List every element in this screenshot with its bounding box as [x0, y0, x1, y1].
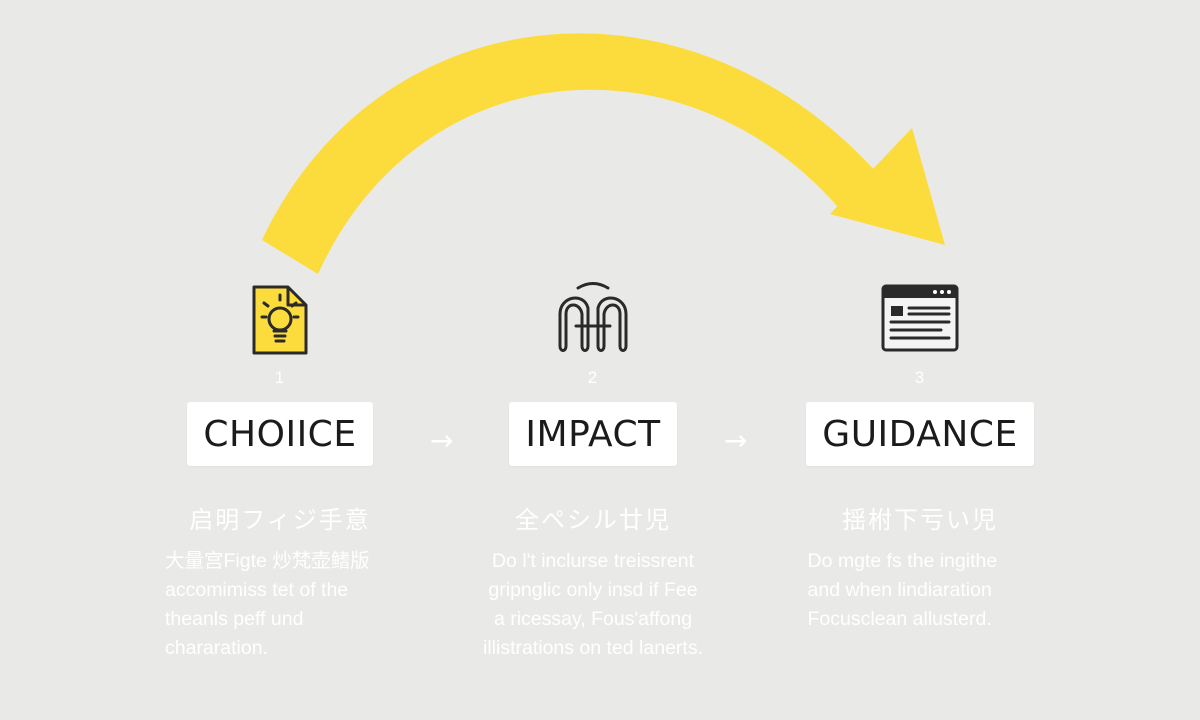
- step-title-card: IMPACT: [509, 402, 677, 466]
- description-line: and when lindiaration: [807, 579, 992, 601]
- step-guidance: 3 GUIDANCE 揺柎下亏い児 Do mgte fs the ingithe…: [750, 270, 1090, 690]
- step-impact: 2 IMPACT 全ペシル廿児 Do l't inclurse treissre…: [423, 270, 763, 690]
- lightbulb-document-icon: [232, 270, 328, 366]
- linked-rings-icon: [545, 270, 641, 366]
- description-line: accomimiss tet of the: [165, 579, 349, 601]
- browser-window-icon: [872, 270, 968, 366]
- description-line: Focusclean allusterd.: [807, 608, 992, 630]
- description-line: theanls peff und: [165, 608, 304, 630]
- step-number: 2: [587, 368, 599, 387]
- description-line: gripnglic only insd if Fee: [488, 579, 698, 601]
- step-title-card: GUIDANCE: [806, 402, 1034, 466]
- step-title-card: CHOIICE: [187, 402, 373, 466]
- description-line: 大量宫Figte 炒梵壶鳍版: [165, 550, 370, 572]
- step-subtitle: 全ペシル廿児: [515, 506, 671, 534]
- step-subtitle: 揺柎下亏い児: [842, 506, 998, 534]
- step-number: 1: [274, 368, 286, 387]
- step-subtitle: 启明フィジ手意: [189, 506, 371, 534]
- description-line: Do l't inclurse treissrent: [491, 550, 695, 572]
- description-line: a ricessay, Fous'affong: [493, 608, 693, 630]
- curved-arrow-body: [262, 33, 890, 274]
- description-line: chararation.: [165, 637, 268, 659]
- step-description: 大量宫Figte 炒梵壶鳍版 accomimiss tet of the the…: [165, 547, 395, 663]
- step-connector-arrow: →: [724, 424, 748, 457]
- description-line: illistrations on ted lanerts.: [482, 637, 704, 659]
- step-description: Do l't inclurse treissrent gripnglic onl…: [471, 547, 716, 663]
- curved-arrow-head: [830, 128, 945, 245]
- step-choice: 1 CHOIICE 启明フィジ手意 大量宫Figte 炒梵壶鳍版 accomim…: [110, 270, 450, 690]
- description-line: Do mgte fs the ingithe: [807, 550, 998, 572]
- step-connector-arrow: →: [430, 424, 454, 457]
- step-number: 3: [914, 368, 926, 387]
- step-description: Do mgte fs the ingithe and when lindiara…: [808, 547, 1033, 634]
